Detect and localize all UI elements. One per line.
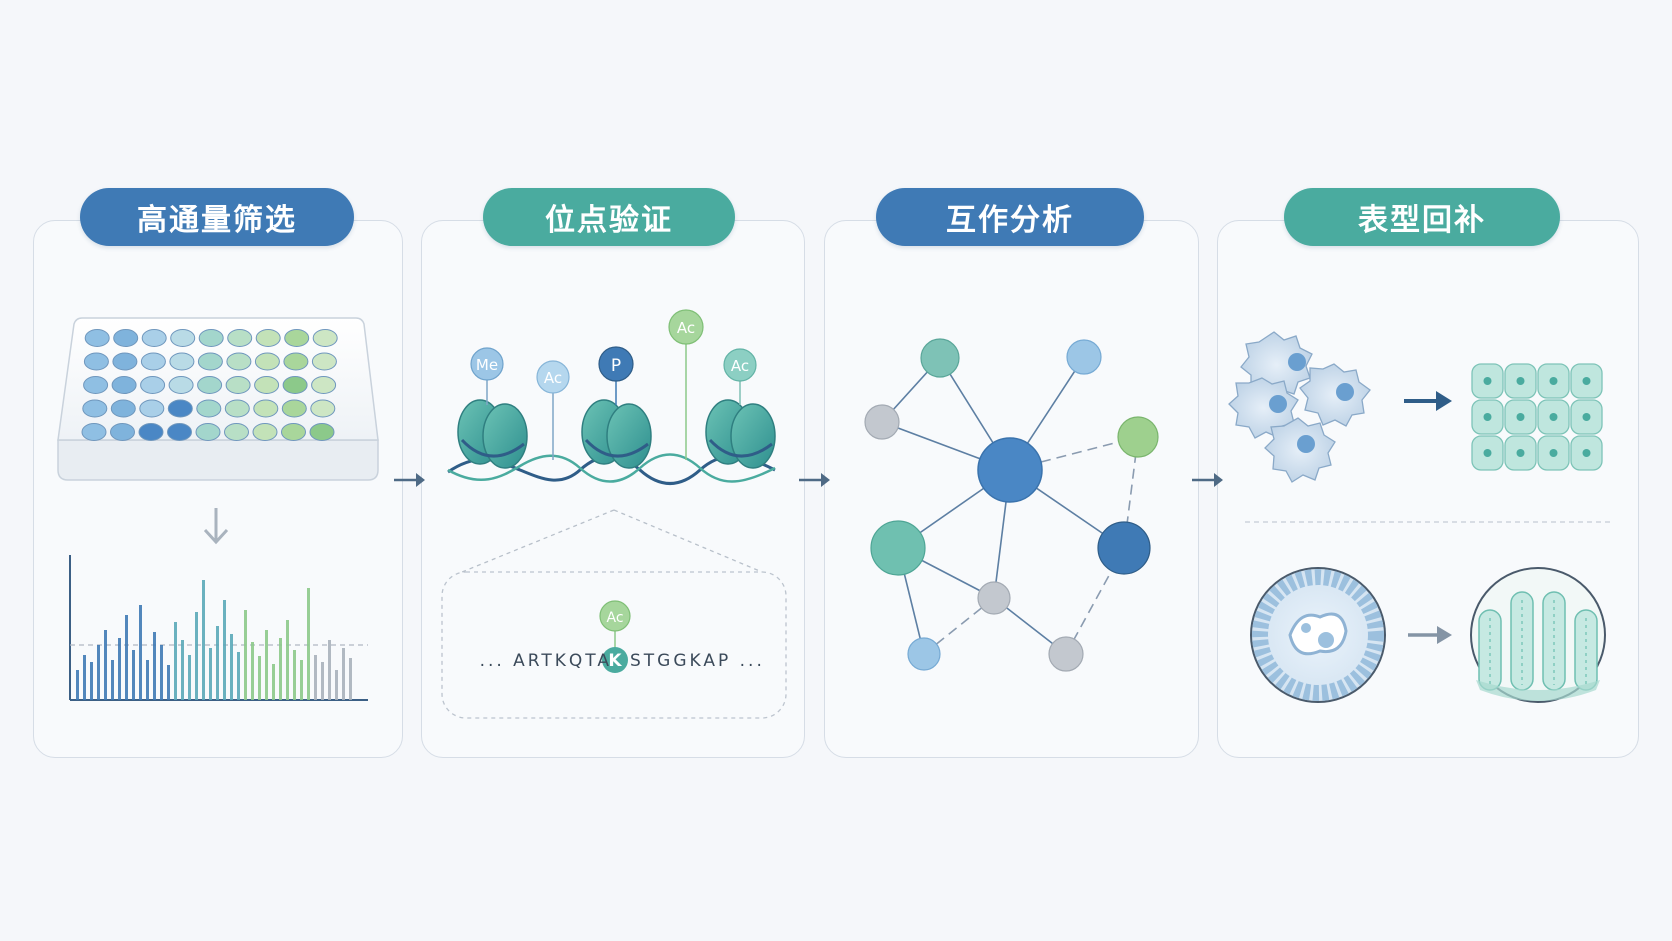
- panel-site-validation: [421, 220, 805, 758]
- flow-arrow-icon: [394, 473, 425, 487]
- panel-screening: [33, 220, 403, 758]
- panel-interaction: [824, 220, 1199, 758]
- step-title-phenotype: 表型回补: [1284, 188, 1560, 246]
- flow-arrow-icon: [799, 473, 830, 487]
- panel-phenotype: [1217, 220, 1639, 758]
- step-title-site-validation: 位点验证: [483, 188, 735, 246]
- flow-arrow-icon: [1192, 473, 1223, 487]
- step-title-screening: 高通量筛选: [80, 188, 354, 246]
- step-title-interaction: 互作分析: [876, 188, 1144, 246]
